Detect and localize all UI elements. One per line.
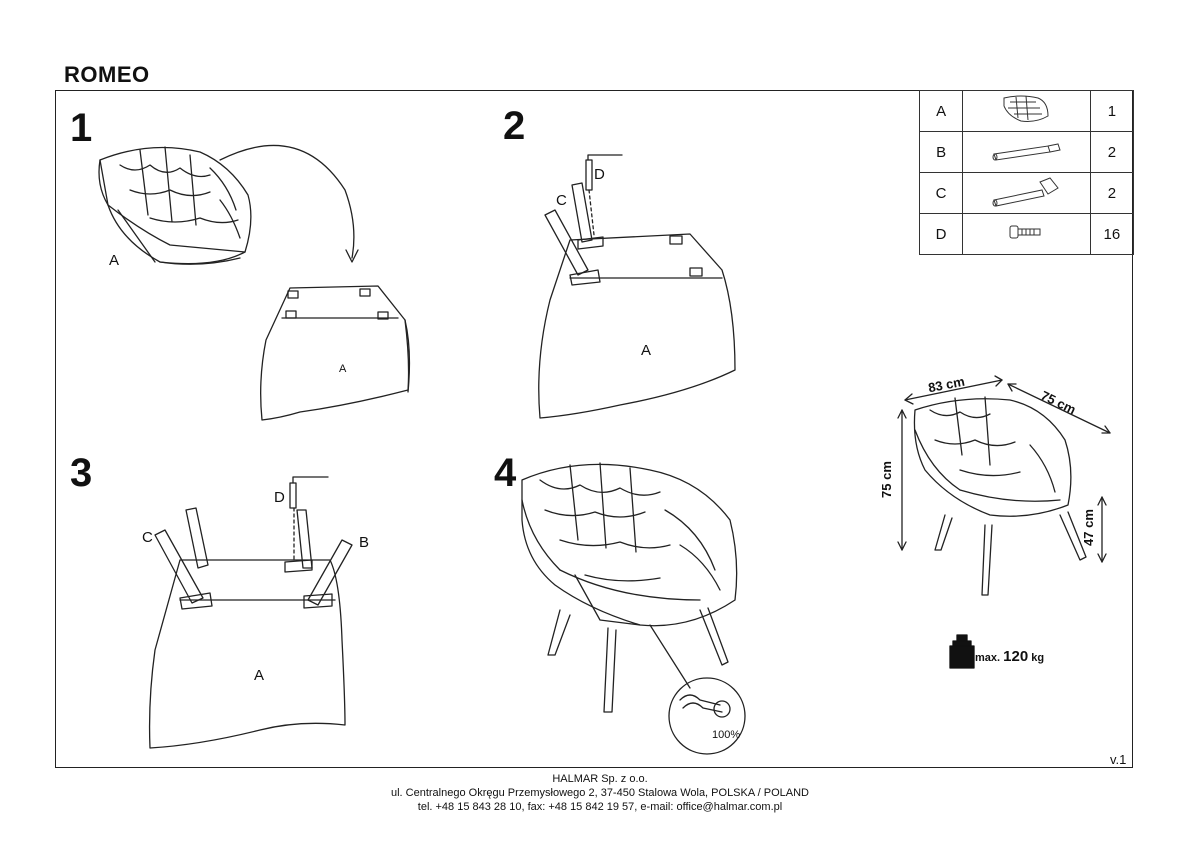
step-number-4: 4 xyxy=(494,451,517,495)
page-title: ROMEO xyxy=(64,62,150,87)
parts-table: A 1 B 2 C 2 D 16 xyxy=(918,90,1135,255)
max-load-prefix: max. xyxy=(975,652,1001,664)
step2-part-d-label: D xyxy=(594,166,605,183)
step-number-2: 2 xyxy=(503,104,526,148)
instruction-frame xyxy=(55,90,1133,768)
part-key: D xyxy=(918,213,964,255)
dimension-seat-height: 47 cm xyxy=(1080,509,1096,546)
parts-row: B 2 xyxy=(918,131,1135,173)
parts-row: C 2 xyxy=(918,172,1135,214)
dimension-height: 75 cm xyxy=(878,461,894,498)
armchair-icon xyxy=(962,90,1091,132)
step3-part-b-label: B xyxy=(359,534,370,551)
dimension-armchair-drawing xyxy=(897,375,1111,596)
step-number-3: 3 xyxy=(70,451,93,495)
footer-contact: tel. +48 15 843 28 10, fax: +48 15 842 1… xyxy=(417,801,783,813)
max-load-unit: kg xyxy=(1031,652,1045,664)
step3-part-d-label: D xyxy=(274,489,285,506)
part-key: A xyxy=(918,90,964,132)
parts-row: A 1 xyxy=(918,90,1135,132)
detail-percent-label: 100% xyxy=(712,729,741,741)
part-qty: 2 xyxy=(1089,172,1135,214)
step1-armchair-drawing xyxy=(98,146,252,265)
step2-part-a-label: A xyxy=(641,342,652,359)
max-load: max. 120 kg xyxy=(975,648,1044,665)
step1-part-a-label: A xyxy=(109,252,120,269)
parts-row: D 16 xyxy=(918,213,1135,255)
step2-part-c-label: C xyxy=(556,192,567,209)
part-key: C xyxy=(918,172,964,214)
part-qty: 16 xyxy=(1089,213,1135,255)
part-qty: 2 xyxy=(1089,131,1135,173)
version-label: v.1 xyxy=(1110,752,1127,767)
part-qty: 1 xyxy=(1089,90,1135,132)
bolt-icon xyxy=(962,213,1091,255)
max-load-value: 120 xyxy=(1003,648,1029,665)
step1-base-a-label: A xyxy=(339,363,347,375)
angled-leg-with-plate-icon xyxy=(962,172,1091,214)
footer-company: HALMAR Sp. z o.o. xyxy=(552,773,648,785)
rotate-arrow xyxy=(219,144,355,259)
footer-address: ul. Centralnego Okręgu Przemysłowego 2, … xyxy=(390,787,809,799)
weight-icon xyxy=(949,634,975,669)
step3-drawing xyxy=(148,476,353,749)
step-number-1: 1 xyxy=(70,106,93,150)
step3-part-c-label: C xyxy=(142,529,153,546)
step2-drawing xyxy=(538,154,736,419)
step3-part-a-label: A xyxy=(254,667,265,684)
step1-base-drawing xyxy=(260,285,411,421)
step4-armchair-drawing xyxy=(521,462,746,755)
part-key: B xyxy=(918,131,964,173)
straight-leg-icon xyxy=(962,131,1091,173)
